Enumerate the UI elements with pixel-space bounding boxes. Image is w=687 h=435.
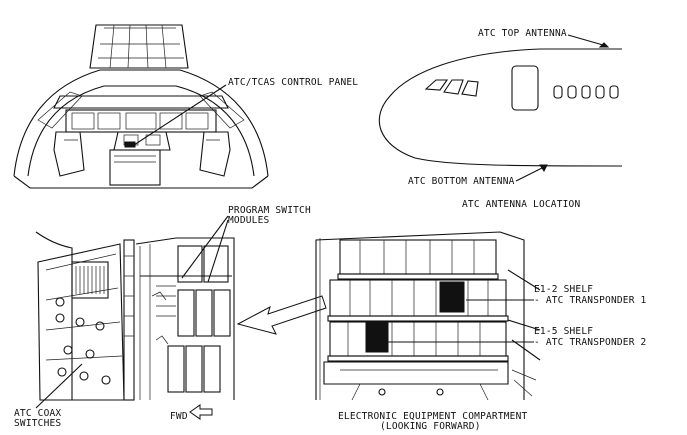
- atc-coax-switches-label-line2: SWITCHES: [14, 418, 61, 429]
- flight-deck-view: [13, 24, 269, 189]
- fuselage-side-view: [378, 34, 623, 182]
- program-switch-modules-label-line2: MODULES: [228, 215, 270, 226]
- detail-pointer-arrow: [236, 295, 327, 335]
- e1-5-shelf-label: E1-5 SHELF: [534, 326, 593, 337]
- atc-antenna-location-title: ATC ANTENNA LOCATION: [462, 199, 580, 210]
- e1-2-shelf-label: E1-2 SHELF: [534, 284, 593, 295]
- atc-tcas-control-panel-label: ATC/TCAS CONTROL PANEL: [228, 77, 358, 88]
- program-switch-modules-view: [35, 215, 235, 420]
- electronic-equipment-compartment-view: [315, 231, 541, 401]
- fwd-label: FWD: [170, 411, 188, 422]
- program-switch-modules-label-line1: PROGRAM SWITCH: [228, 205, 311, 216]
- atc-transponder-1-label: - ATC TRANSPONDER 1: [534, 295, 647, 306]
- atc-transponder-2-label: - ATC TRANSPONDER 2: [534, 337, 646, 348]
- atc-bottom-antenna-label: ATC BOTTOM ANTENNA: [408, 176, 515, 187]
- electronic-equipment-compartment-subtitle: (LOOKING FORWARD): [380, 421, 481, 432]
- electronic-equipment-compartment-title: ELECTRONIC EQUIPMENT COMPARTMENT: [338, 411, 528, 422]
- atc-coax-switches-label-line1: ATC COAX: [14, 408, 61, 419]
- atc-top-antenna-label: ATC TOP ANTENNA: [478, 28, 567, 39]
